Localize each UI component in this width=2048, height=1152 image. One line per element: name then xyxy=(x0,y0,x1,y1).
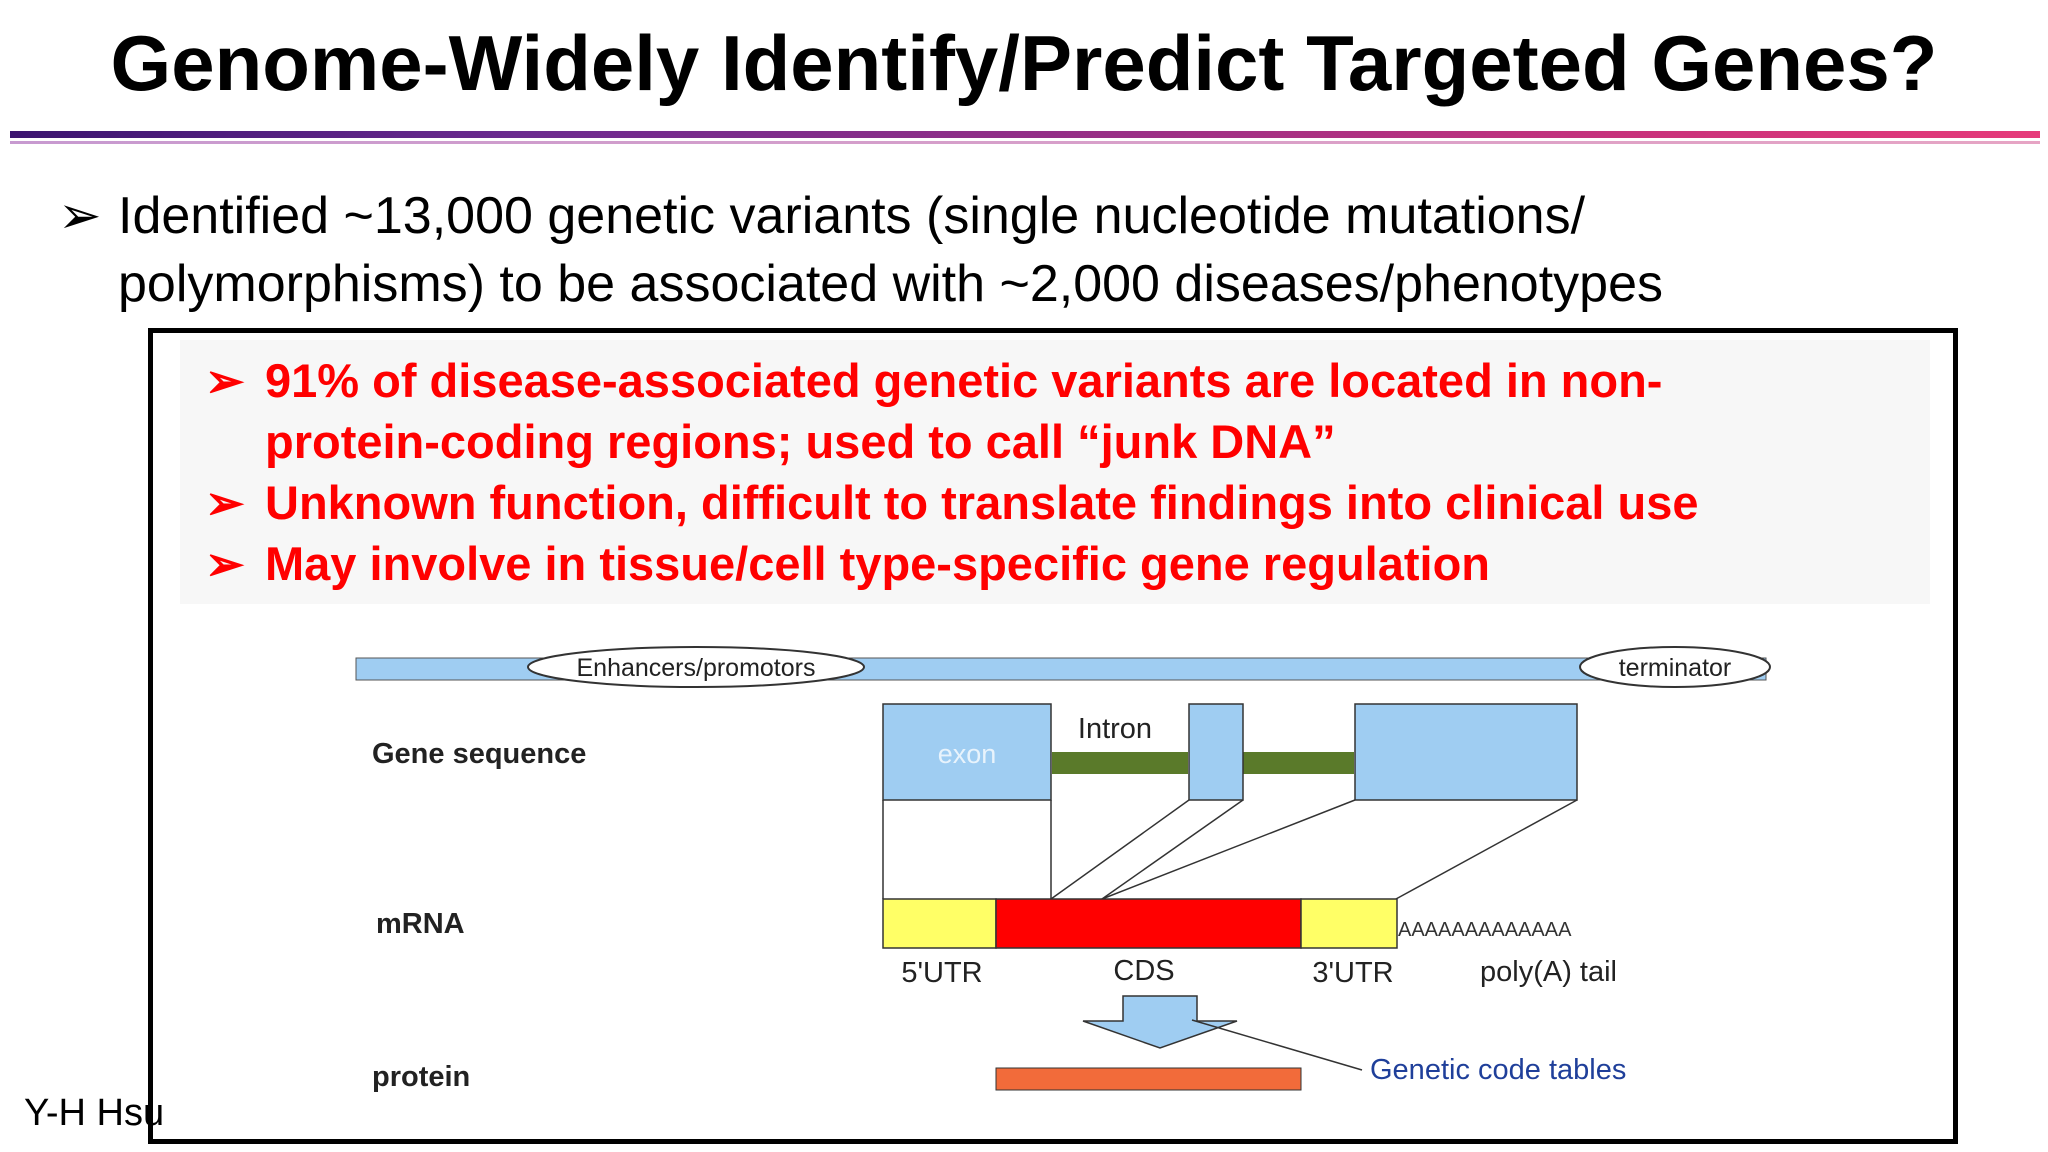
red-bullet-2-line-1: Unknown function, difficult to translate… xyxy=(265,476,1699,529)
gene-sequence-label: Gene sequence xyxy=(372,738,586,770)
connector-line xyxy=(1395,799,1578,900)
protein-bar xyxy=(995,1067,1302,1091)
highlight-box xyxy=(180,340,1930,604)
intron-bar-2 xyxy=(1242,752,1354,774)
genetic-code-label: Genetic code tables xyxy=(1370,1054,1626,1086)
main-bullet: ➢ Identified ~13,000 genetic variants (s… xyxy=(58,182,1958,318)
exon-3 xyxy=(1354,703,1578,801)
enhancers-ellipse xyxy=(527,646,865,688)
exon-label: exon xyxy=(938,739,997,769)
gene-expression-diagram: Enhancers/promotors terminator Gene sequ… xyxy=(320,638,1785,1113)
connector-line xyxy=(1101,799,1244,900)
terminator-label: terminator xyxy=(1619,654,1732,682)
connector-line xyxy=(1050,799,1190,900)
bullet-arrow-icon: ➢ xyxy=(205,476,245,529)
red-bullet-1: ➢ 91% of disease-associated genetic vari… xyxy=(205,350,1925,472)
callout-line xyxy=(1191,1019,1363,1071)
mrna-label: mRNA xyxy=(376,908,465,940)
author-label: Y-H Hsu xyxy=(24,1092,165,1134)
utr5-segment xyxy=(882,898,997,949)
enhancers-label: Enhancers/promotors xyxy=(576,654,815,682)
intron-label: Intron xyxy=(1078,713,1152,745)
title-divider xyxy=(10,131,2040,138)
red-bullet-1-line-1: 91% of disease-associated genetic varian… xyxy=(265,354,1663,407)
translation-arrow-icon xyxy=(1082,995,1238,1049)
main-bullet-line-1: Identified ~13,000 genetic variants (sin… xyxy=(118,187,1586,245)
terminator-ellipse xyxy=(1579,646,1771,688)
polya-sequence: AAAAAAAAAAAAA xyxy=(1398,919,1572,941)
exon-2 xyxy=(1188,703,1244,801)
exon-1 xyxy=(882,703,1052,801)
cds-segment xyxy=(995,898,1302,949)
bullet-arrow-icon: ➢ xyxy=(205,354,245,407)
bullet-arrow-icon: ➢ xyxy=(205,537,245,590)
protein-label: protein xyxy=(372,1061,470,1093)
red-bullet-3-line-1: May involve in tissue/cell type-specific… xyxy=(265,537,1490,590)
polya-label: poly(A) tail xyxy=(1480,956,1617,988)
intron-bar-1 xyxy=(1052,752,1188,774)
title-divider-secondary xyxy=(10,141,2040,144)
utr5-label: 5'UTR xyxy=(901,957,982,989)
utr3-segment xyxy=(1300,898,1398,949)
red-bullet-1-line-2: protein-coding regions; used to call “ju… xyxy=(265,415,1336,468)
bullet-arrow-icon: ➢ xyxy=(58,187,102,245)
utr3-label: 3'UTR xyxy=(1312,957,1393,989)
red-bullet-3: ➢ May involve in tissue/cell type-specif… xyxy=(205,533,1925,594)
cds-label: CDS xyxy=(1113,955,1174,987)
slide-title: Genome-Widely Identify/Predict Targeted … xyxy=(110,19,1938,107)
red-bullet-2: ➢ Unknown function, difficult to transla… xyxy=(205,472,1925,533)
main-bullet-line-2: polymorphisms) to be associated with ~2,… xyxy=(118,255,1663,313)
connector-line xyxy=(1101,799,1356,900)
